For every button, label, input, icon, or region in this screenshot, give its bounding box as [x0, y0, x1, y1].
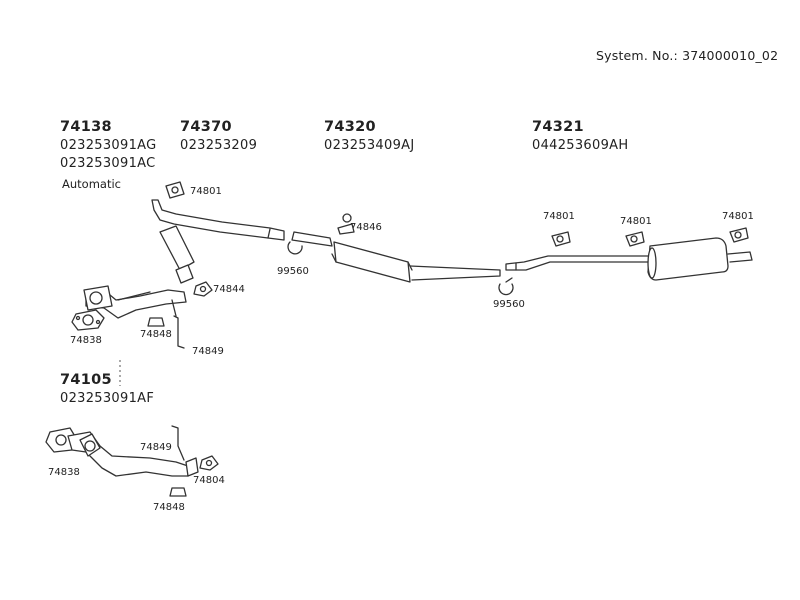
callout-74844: 74844: [213, 284, 245, 295]
part-number-74370: 74370: [180, 119, 232, 135]
flange-gasket-74838: [71, 309, 105, 331]
bracket-74849: [171, 425, 185, 461]
mount-74848: [147, 317, 165, 327]
front-resonator: [159, 225, 195, 271]
part-code: 023253091AF: [60, 391, 155, 406]
part-code: 023253091AC: [60, 156, 156, 171]
rear-pipe-74321: [505, 255, 651, 271]
part-code: 044253609AH: [532, 138, 629, 153]
callout-74846: 74846: [350, 222, 382, 233]
callout-74848: 74848: [153, 502, 185, 513]
hanger-74846: [337, 213, 355, 235]
part-number-74138: 74138: [60, 119, 112, 135]
callout-74801: 74801: [543, 211, 575, 222]
hanger-74801: [165, 181, 185, 199]
hanger-74801: [551, 231, 571, 247]
callout-74801: 74801: [722, 211, 754, 222]
callout-74849: 74849: [192, 346, 224, 357]
part-code: 023253091AG: [60, 138, 157, 153]
part-number-74321: 74321: [532, 119, 584, 135]
part-number-74105: 74105: [60, 372, 112, 388]
callout-74801: 74801: [190, 186, 222, 197]
hanger-74801: [729, 227, 749, 243]
callout-74848: 74848: [140, 329, 172, 340]
part-number-74320: 74320: [324, 119, 376, 135]
callout-74849: 74849: [140, 442, 172, 453]
callout-99560: 99560: [277, 266, 309, 277]
callout-74801: 74801: [620, 216, 652, 227]
gasket-74804: [199, 455, 219, 471]
callout-99560: 99560: [493, 299, 525, 310]
center-pipe-74320: [291, 231, 333, 247]
downpipe-74138: [85, 289, 187, 319]
callout-74804: 74804: [193, 475, 225, 486]
mount-74848: [169, 487, 187, 497]
part-note: Automatic: [62, 177, 121, 191]
hanger-74801: [625, 231, 645, 247]
system-number: System. No.: 374000010_02: [596, 48, 779, 63]
clamp-99560: [498, 277, 514, 296]
front-pipe-74370: [151, 199, 285, 241]
rear-muffler: [647, 237, 729, 281]
gasket-74844: [193, 281, 213, 297]
bracket-74849: [171, 299, 185, 349]
part-code: 023253209: [180, 138, 258, 153]
callout-74838: 74838: [70, 335, 102, 346]
callout-74838: 74838: [48, 467, 80, 478]
part-code: 023253409AJ: [324, 138, 415, 153]
center-muffler: [333, 241, 411, 283]
